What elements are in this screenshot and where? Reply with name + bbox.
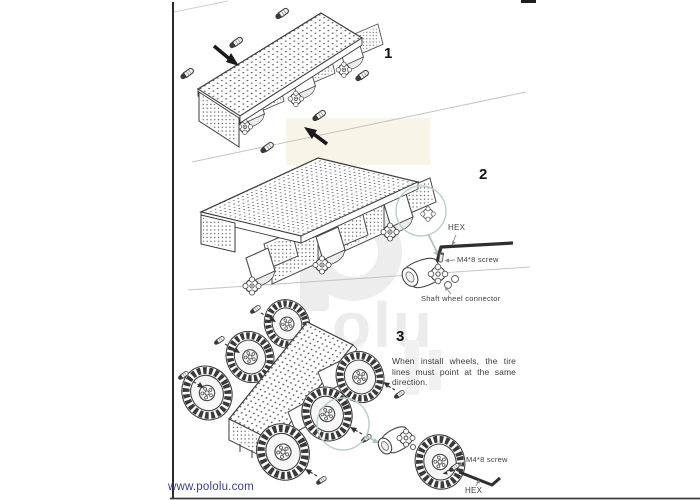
step2-hex-label: HEX <box>448 223 466 232</box>
screw-arrow-icon <box>176 304 406 487</box>
step2-number: 2 <box>479 166 488 183</box>
step1-illustration <box>178 6 384 155</box>
step3-number: 3 <box>396 328 405 345</box>
hex-wrench-icon <box>458 470 501 487</box>
separator-line-1 <box>191 91 527 163</box>
step2-illustration <box>199 157 514 296</box>
wheel-icon <box>409 429 471 495</box>
step3-install-note: When install wheels, the tire lines must… <box>392 356 516 388</box>
callout-circle <box>395 185 447 237</box>
assembly-arrow-icon <box>212 44 329 146</box>
hex-wrench-icon <box>435 241 514 263</box>
m4-screw-icon <box>438 252 445 263</box>
label-pointer-icon <box>457 460 480 487</box>
m4-screw-icon <box>442 462 461 475</box>
shaft-wheel-connector-icon <box>401 257 459 289</box>
step2-connector-label: Shaft wheel connector <box>421 294 501 303</box>
step1-chassis-plate <box>196 12 364 148</box>
callout-circle <box>316 397 370 451</box>
shaft-on-motor <box>420 206 436 222</box>
scan-smudge <box>521 0 536 3</box>
step2-screw-label: M4*8 screw <box>457 255 499 264</box>
callout-arrow-icon <box>365 435 379 443</box>
shaft-wheel-connector-icon <box>377 426 417 455</box>
step1-number: 1 <box>384 45 393 62</box>
page-left-border <box>172 2 174 499</box>
page-corner-crease <box>173 0 229 13</box>
step2-chassis-plate <box>199 157 420 253</box>
pololu-website-text: www.pololu.com <box>168 481 254 493</box>
step3-illustration <box>173 292 501 495</box>
label-pointer-icon <box>444 234 457 295</box>
step3-hex-label: HEX <box>465 486 483 495</box>
step3-screw-label: M4*8 screw <box>466 455 508 464</box>
